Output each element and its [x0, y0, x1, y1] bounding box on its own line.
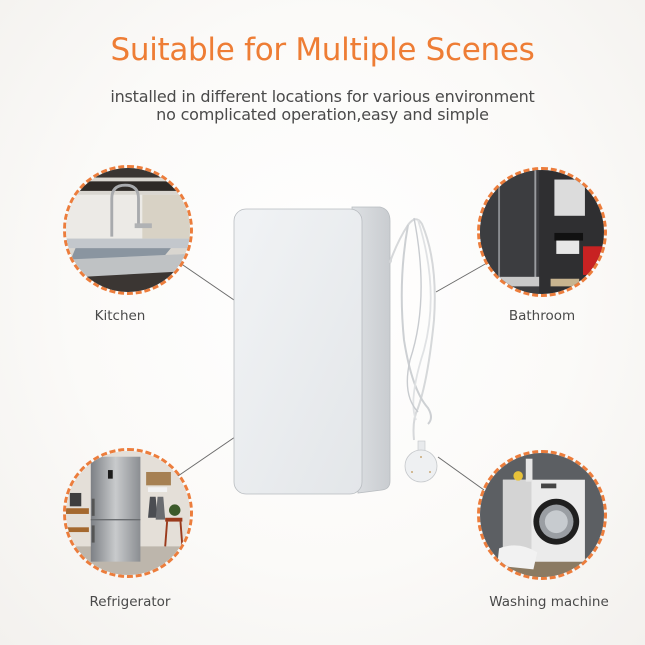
scene-washing-machine-label: Washing machine	[489, 594, 609, 610]
scene-kitchen-label: Kitchen	[94, 308, 146, 324]
scene-washing-machine-image	[477, 450, 607, 580]
bathroom-photo-icon	[480, 170, 604, 294]
refrigerator-photo-icon	[66, 451, 190, 575]
product-image	[232, 203, 430, 496]
scene-kitchen-image	[63, 165, 193, 295]
scene-refrigerator-image	[63, 448, 193, 578]
page-title: Suitable for Multiple Scenes	[110, 32, 535, 68]
washing-machine-photo-icon	[480, 453, 604, 577]
scene-refrigerator-label: Refrigerator	[89, 594, 171, 610]
scene-bathroom-image	[477, 167, 607, 297]
subtitle: installed in different locations for var…	[0, 88, 645, 124]
kitchen-photo-icon	[66, 168, 190, 292]
subtitle-line-1: installed in different locations for var…	[110, 87, 535, 106]
water-leak-sensor-icon	[233, 206, 430, 495]
subtitle-line-2: no complicated operation,easy and simple	[156, 105, 489, 124]
scene-bathroom-label: Bathroom	[508, 308, 576, 324]
